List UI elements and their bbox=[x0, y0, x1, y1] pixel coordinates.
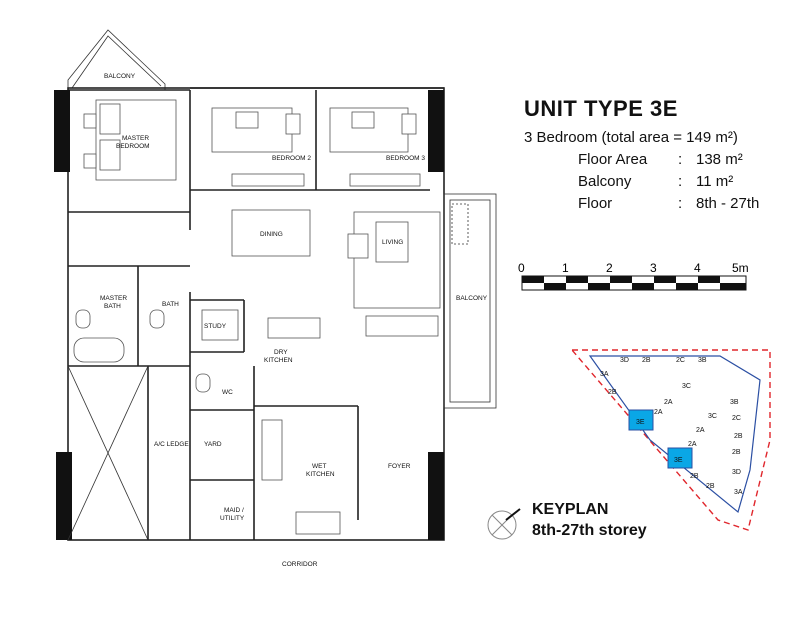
kp-unit-4: 2C bbox=[676, 357, 685, 364]
kp-unit-15: 2B bbox=[732, 449, 741, 456]
label-balcony-top: BALCONY bbox=[104, 73, 136, 80]
keyplan-caption: KEYPLAN 8th-27th storey bbox=[532, 499, 647, 541]
room-labels: BALCONY MASTER BEDROOM BEDROOM 2 BEDROOM… bbox=[100, 73, 488, 568]
label-master-bedroom-line1: MASTER bbox=[122, 135, 149, 142]
kp-unit-8: 2A bbox=[654, 409, 663, 416]
spec-label: Floor Area bbox=[578, 151, 648, 168]
scale-tick-2: 2 bbox=[606, 261, 613, 275]
kp-unit-13: 2A bbox=[696, 427, 705, 434]
unit-title: UNIT TYPE 3E bbox=[524, 96, 678, 121]
kp-unit-11: 2C bbox=[732, 415, 741, 422]
label-study: STUDY bbox=[204, 323, 227, 330]
keyplan-title: KEYPLAN bbox=[532, 501, 609, 518]
kp-unit-7: 3C bbox=[682, 383, 691, 390]
label-foyer: FOYER bbox=[388, 463, 411, 470]
unit-subtitle: 3 Bedroom (total area = 149 m²) bbox=[524, 129, 738, 146]
kp-unit-19: 2B bbox=[706, 483, 715, 490]
kp-unit-2: 2B bbox=[642, 357, 651, 364]
kp-unit-1: 3D bbox=[620, 357, 629, 364]
label-yard: YARD bbox=[204, 441, 222, 448]
scale-tick-0: 0 bbox=[518, 261, 525, 275]
keyplan-unit-labels: 3A 3D 2B 2B 2C 3B 2A 3C 2A 3E 3C 2C 3B 2… bbox=[600, 357, 743, 496]
scale-tick-1: 1 bbox=[562, 261, 569, 275]
kp-unit-3: 2B bbox=[608, 389, 617, 396]
keyplan-storey: 8th-27th storey bbox=[532, 522, 647, 539]
label-bath: BATH bbox=[162, 301, 179, 308]
kp-unit-18: 2B bbox=[690, 473, 699, 480]
scale-tick-5: 5m bbox=[732, 261, 749, 275]
kp-unit-6: 2A bbox=[664, 399, 673, 406]
label-living: LIVING bbox=[382, 239, 403, 246]
interior-walls bbox=[68, 90, 430, 540]
balcony-top bbox=[67, 29, 166, 90]
scale-tick-3: 3 bbox=[650, 261, 657, 275]
spec-value: 11 m² bbox=[696, 173, 734, 190]
kp-unit-14: 2A bbox=[688, 441, 697, 448]
kp-unit-12: 3B bbox=[730, 399, 739, 406]
furniture bbox=[73, 99, 441, 535]
scale-bar: 0 1 2 3 4 5m bbox=[518, 261, 749, 291]
scale-tick-4: 4 bbox=[694, 261, 701, 275]
label-bedroom2: BEDROOM 2 bbox=[272, 155, 311, 162]
spec-value: 138 m² bbox=[696, 151, 743, 168]
kp-unit-17: 3E bbox=[674, 457, 683, 464]
label-wc: WC bbox=[222, 389, 233, 396]
label-maid-line2: UTILITY bbox=[220, 515, 245, 522]
kp-unit-20: 3D bbox=[732, 469, 741, 476]
spec-balcony: Balcony:11 m² bbox=[578, 173, 734, 190]
columns bbox=[54, 90, 444, 540]
kp-unit-9: 3E bbox=[636, 419, 645, 426]
spec-floor-area: Floor Area:138 m² bbox=[578, 151, 743, 168]
kp-unit-0: 3A bbox=[600, 371, 609, 378]
label-corridor: CORRIDOR bbox=[282, 561, 318, 568]
label-master-bedroom-line2: BEDROOM bbox=[116, 143, 150, 150]
ac-ledge-cross bbox=[67, 365, 149, 541]
kp-unit-10: 3C bbox=[708, 413, 717, 420]
label-ac-ledge: A/C LEDGE bbox=[154, 441, 189, 448]
label-master-bath-line1: MASTER bbox=[100, 295, 127, 302]
north-symbol bbox=[487, 508, 521, 540]
spec-floor: Floor:8th - 27th bbox=[578, 195, 760, 212]
kp-unit-16: 2B bbox=[734, 433, 743, 440]
spec-value: 8th - 27th bbox=[696, 195, 760, 212]
label-maid-line1: MAID / bbox=[224, 507, 244, 514]
spec-label: Balcony bbox=[578, 173, 632, 190]
label-wet-kitchen-line1: WET bbox=[312, 463, 326, 470]
label-balcony-right: BALCONY bbox=[456, 295, 488, 302]
label-bedroom3: BEDROOM 3 bbox=[386, 155, 425, 162]
kp-unit-5: 3B bbox=[698, 357, 707, 364]
label-master-bath-line2: BATH bbox=[104, 303, 121, 310]
label-wet-kitchen-line2: KITCHEN bbox=[306, 471, 335, 478]
balcony-right bbox=[443, 193, 497, 409]
label-dry-kitchen-line1: DRY bbox=[274, 349, 288, 356]
kp-unit-21: 3A bbox=[734, 489, 743, 496]
spec-label: Floor bbox=[578, 195, 613, 212]
label-dry-kitchen-line2: KITCHEN bbox=[264, 357, 293, 364]
label-dining: DINING bbox=[260, 231, 283, 238]
keyplan-diagram: 3A 3D 2B 2B 2C 3B 2A 3C 2A 3E 3C 2C 3B 2… bbox=[570, 349, 771, 531]
